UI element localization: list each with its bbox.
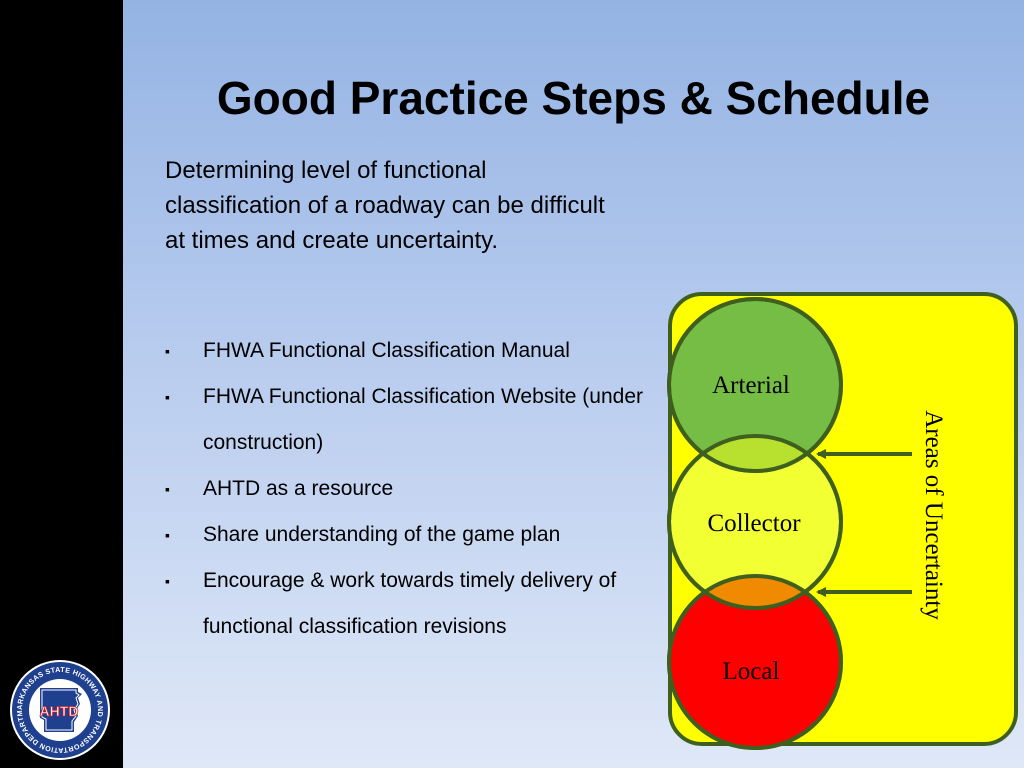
intro-paragraph: Determining level of functional classifi…: [165, 157, 605, 254]
list-item: ▪ Encourage & work towards timely deliver…: [165, 558, 655, 650]
list-item: ▪ FHWA Functional Classification Website …: [165, 374, 655, 466]
seal-center-text: AHTD: [40, 703, 79, 719]
bullet-text: Share understanding of the game plan: [203, 523, 561, 546]
bullet-text: FHWA Functional Classification Website (…: [203, 385, 644, 454]
bullet-list: ▪ FHWA Functional Classification Manual ▪…: [165, 328, 655, 650]
square-bullet-icon: ▪: [165, 343, 170, 359]
square-bullet-icon: ▪: [165, 481, 170, 497]
left-sidebar-bar: [0, 0, 123, 768]
slide-title: Good Practice Steps & Schedule: [216, 72, 931, 124]
list-item: ▪ FHWA Functional Classification Manual: [165, 328, 655, 374]
list-item: ▪ AHTD as a resource: [165, 466, 655, 512]
square-bullet-icon: ▪: [165, 573, 170, 589]
bullet-text: AHTD as a resource: [203, 477, 394, 500]
bullet-text: FHWA Functional Classification Manual: [203, 339, 570, 362]
ahtd-seal-icon: ARKANSAS STATE HIGHWAY AND TRANSPORTATIO…: [8, 658, 110, 760]
bullet-text: Encourage & work towards timely delivery…: [203, 569, 617, 638]
square-bullet-icon: ▪: [165, 389, 170, 405]
square-bullet-icon: ▪: [165, 527, 170, 543]
list-item: ▪ Share understanding of the game plan: [165, 512, 655, 558]
